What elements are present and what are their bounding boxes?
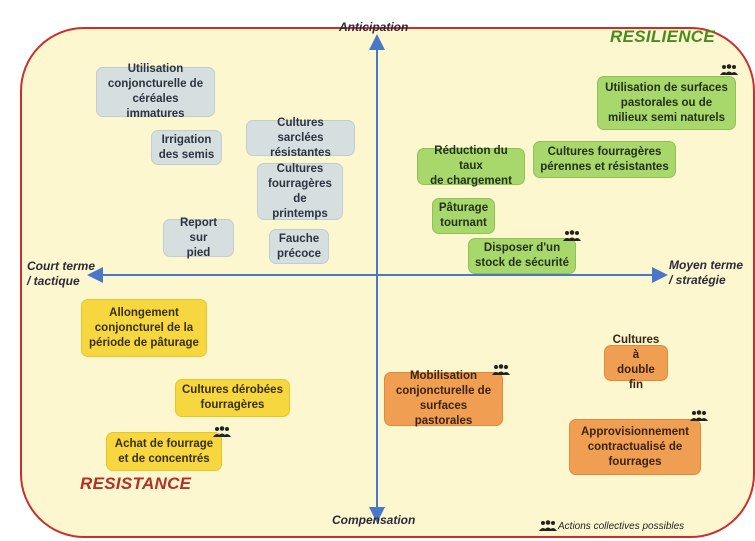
box-fauche-precoce: Fauche précoce — [269, 229, 329, 264]
box-approvisionnement: Approvisionnement contractualisé de four… — [569, 419, 701, 475]
box-report-sur-pied: Report sur pied — [163, 217, 234, 259]
box-cultures-perennes: Cultures fourragères pérennes et résista… — [533, 141, 676, 178]
box-cultures-fourrageres-printemps: Cultures fourragères de printemps — [257, 163, 343, 220]
box-stock-securite: Disposer d'un stock de sécurité — [468, 238, 576, 274]
people-group-icon — [213, 426, 231, 437]
people-group-icon — [539, 520, 557, 531]
box-reduction-chargement: Réduction du taux de chargement — [417, 145, 525, 187]
zone-label-resistance: RESISTANCE — [80, 474, 192, 493]
legend-text: Actions collectives possibles — [558, 521, 685, 532]
box-mobilisation-pastorales: Mobilisation conjoncturelle de surfaces … — [384, 370, 503, 427]
box-utilisation-cereales: Utilisation conjoncturelle de céréales i… — [96, 63, 215, 120]
box-paturage-tournant: Pâturage tournant — [432, 198, 495, 234]
box-cultures-double-fin: Cultures à double fin — [604, 334, 668, 391]
box-irrigation: Irrigation des semis — [151, 130, 222, 165]
box-achat-fourrage: Achat de fourrage et de concentrés — [106, 432, 222, 471]
box-surfaces-pastorales: Utilisation de surfaces pastorales ou de… — [597, 76, 736, 130]
axis-label-left: Court terme / tactique — [27, 259, 96, 288]
axis-label-top: Anticipation — [339, 20, 409, 34]
box-cultures-sarclees: Cultures sarclées résistantes — [246, 117, 355, 159]
people-group-icon — [720, 64, 738, 75]
zone-label-resilience: RESILIENCE — [610, 27, 716, 46]
people-group-icon — [690, 410, 708, 421]
people-group-icon — [492, 364, 510, 375]
box-cultures-derobees: Cultures dérobées fourragères — [175, 379, 290, 417]
people-group-icon — [563, 230, 581, 241]
axis-label-bottom: Compensation — [332, 513, 416, 527]
box-allongement-paturage: Allongement conjoncturel de la période d… — [81, 299, 207, 357]
axis-label-right: Moyen terme / stratégie — [669, 258, 744, 287]
